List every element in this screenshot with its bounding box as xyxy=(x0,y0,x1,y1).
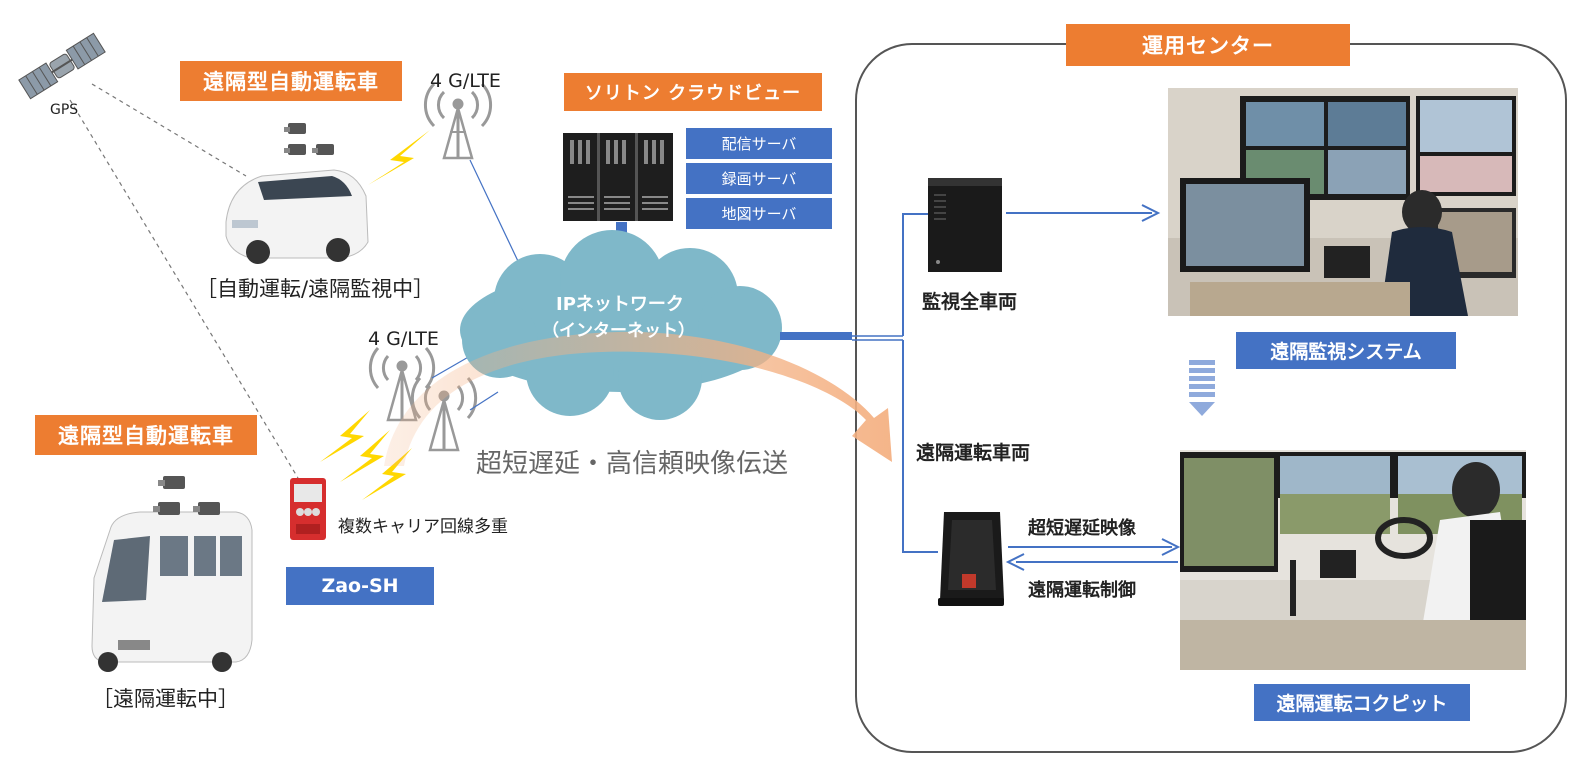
vehicle-top-status: ［自動運転/遠隔監視中］ xyxy=(196,277,435,301)
link-antenna-cloud-top xyxy=(469,159,527,279)
van-icon xyxy=(91,511,253,672)
server-map: 地図サーバ xyxy=(686,198,832,229)
device-caption: 複数キャリア回線多重 xyxy=(338,517,508,537)
video-label: 超短遅延映像 xyxy=(1028,518,1136,539)
monitor-pc-label: 監視全車両 xyxy=(922,291,1018,313)
gaming-pc-icon xyxy=(938,512,1004,606)
ops-center-title: 運用センター xyxy=(1066,24,1350,66)
link-antenna-cloud-b2 xyxy=(469,391,499,411)
workstation-icon xyxy=(928,178,1002,272)
network-label-line2: （インターネット） xyxy=(542,321,695,341)
transmission-label: 超短遅延・高信頼映像伝送 xyxy=(476,449,789,479)
monitor-system-label: 遠隔監視システム xyxy=(1236,332,1456,369)
gps-label: GPS xyxy=(50,102,79,118)
vehicle-bottom-title: 遠隔型自動運転車 xyxy=(35,415,257,455)
gps-link-bottom xyxy=(69,99,299,479)
lightning-icon-top xyxy=(368,130,430,185)
antenna-top-label: 4 G/LTE xyxy=(430,70,501,92)
server-delivery: 配信サーバ xyxy=(686,128,832,159)
camera-icon-group-top xyxy=(284,123,334,155)
cloud-connector xyxy=(780,332,852,340)
cockpit-label: 遠隔運転コクピット xyxy=(1254,684,1470,721)
control-label: 遠隔運転制御 xyxy=(1028,580,1136,601)
cockpit-photo xyxy=(1180,450,1526,670)
satellite-icon xyxy=(18,32,106,100)
cloud-view-title: ソリトン クラウドビュー xyxy=(564,73,822,111)
network-label-line1: IPネットワーク xyxy=(556,294,684,315)
zao-device-icon xyxy=(290,478,326,540)
vehicle-bottom-status: ［遠隔運転中］ xyxy=(92,687,239,711)
camera-icon-group-bottom xyxy=(153,476,220,515)
device-name: Zao-SH xyxy=(286,567,434,605)
down-arrow-icon xyxy=(1189,360,1215,416)
link-monitor-pc xyxy=(902,213,928,336)
monitoring-room-photo xyxy=(1168,88,1518,316)
server-recording: 録画サーバ xyxy=(686,163,832,194)
transmission-arrow xyxy=(384,331,892,466)
lightning-icon-b2 xyxy=(340,430,390,482)
antenna-icon-bottom-1 xyxy=(368,347,436,422)
antenna-icon-top xyxy=(423,82,493,160)
lightning-icon-b1 xyxy=(320,410,370,462)
vehicle-top-title: 遠隔型自動運転車 xyxy=(180,61,402,101)
link-remote-pc xyxy=(902,340,938,553)
gps-link-top xyxy=(91,83,247,177)
car-sedan-icon xyxy=(225,169,369,264)
remote-vehicle-label: 遠隔運転車両 xyxy=(916,442,1031,464)
cloud-icon xyxy=(460,230,782,420)
server-rack-icon xyxy=(563,133,673,221)
antenna-bottom-label: 4 G/LTE xyxy=(368,328,439,350)
